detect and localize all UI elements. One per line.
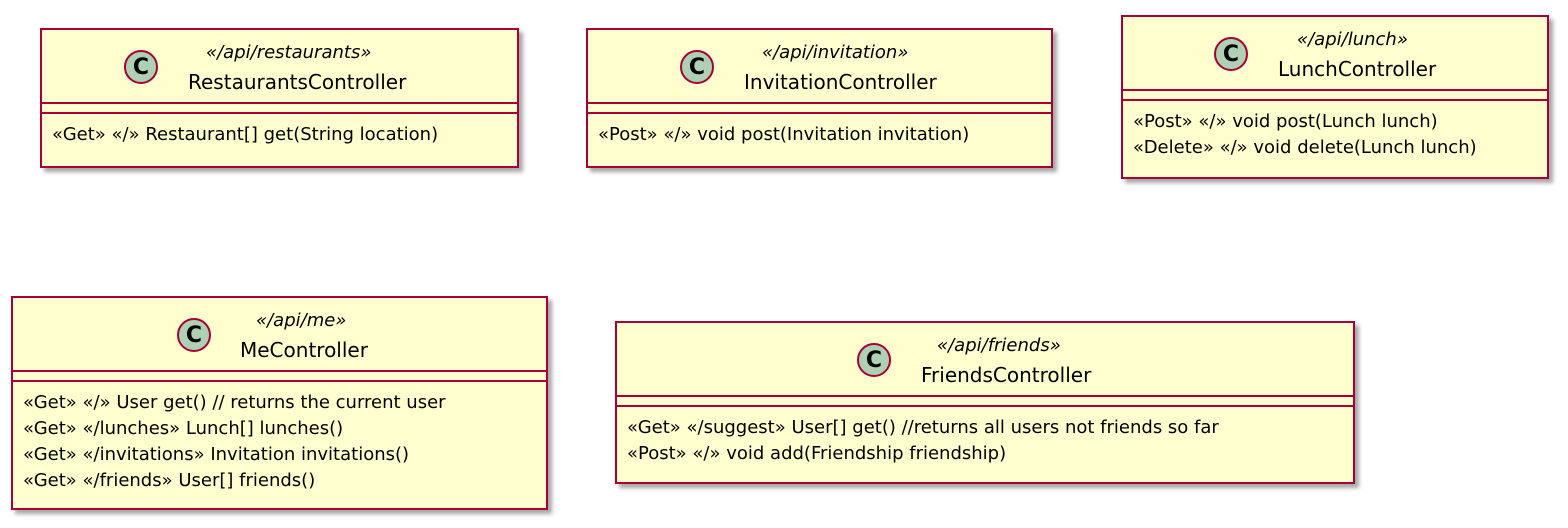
- fields-section: [13, 372, 546, 382]
- fields-section: [588, 104, 1051, 114]
- method-line: «Get» «/» User get() // returns the curr…: [23, 392, 446, 413]
- fields-section: [617, 397, 1353, 407]
- method-line: «Post» «/» void add(Friendship friendshi…: [627, 443, 1007, 464]
- method-line: «Get» «/» Restaurant[] get(String locati…: [52, 124, 439, 145]
- fields-section: [1123, 91, 1547, 101]
- class-name: InvitationController: [744, 70, 937, 94]
- class-c-icon: C: [857, 343, 891, 377]
- class-stereotype: «/api/me»: [256, 310, 347, 331]
- method-line: «Delete» «/» void delete(Lunch lunch): [1133, 137, 1477, 158]
- class-header: C «/api/lunch» LunchController: [1123, 17, 1547, 91]
- methods-section: «Post» «/» void post(Invitation invitati…: [588, 114, 1051, 152]
- class-c-icon: C: [680, 50, 714, 84]
- class-header: C «/api/restaurants» RestaurantsControll…: [42, 30, 517, 104]
- class-c-icon: C: [1214, 37, 1248, 71]
- class-stereotype: «/api/lunch»: [1297, 29, 1408, 50]
- class-invitation-controller: C «/api/invitation» InvitationController…: [586, 28, 1053, 168]
- method-line: «Post» «/» void post(Invitation invitati…: [598, 124, 970, 145]
- class-c-icon: C: [124, 50, 158, 84]
- class-me-controller: C «/api/me» MeController «Get» «/» User …: [11, 296, 548, 510]
- methods-section: «Get» «/suggest» User[] get() //returns …: [617, 407, 1353, 471]
- methods-section: «Get» «/» User get() // returns the curr…: [13, 382, 546, 498]
- class-header: C «/api/me» MeController: [13, 298, 546, 372]
- method-line: «Get» «/lunches» Lunch[] lunches(): [23, 418, 344, 439]
- class-friends-controller: C «/api/friends» FriendsController «Get»…: [615, 321, 1355, 484]
- class-name: LunchController: [1278, 57, 1437, 81]
- class-name: MeController: [240, 338, 368, 362]
- class-restaurants-controller: C «/api/restaurants» RestaurantsControll…: [40, 28, 519, 168]
- fields-section: [42, 104, 517, 114]
- class-name: FriendsController: [921, 363, 1092, 387]
- class-stereotype: «/api/invitation»: [762, 42, 909, 63]
- class-header: C «/api/friends» FriendsController: [617, 323, 1353, 397]
- class-stereotype: «/api/restaurants»: [206, 42, 372, 63]
- class-stereotype: «/api/friends»: [937, 335, 1061, 356]
- method-line: «Get» «/suggest» User[] get() //returns …: [627, 417, 1219, 438]
- methods-section: «Post» «/» void post(Lunch lunch) «Delet…: [1123, 101, 1547, 165]
- methods-section: «Get» «/» Restaurant[] get(String locati…: [42, 114, 517, 152]
- class-header: C «/api/invitation» InvitationController: [588, 30, 1051, 104]
- method-line: «Post» «/» void post(Lunch lunch): [1133, 111, 1438, 132]
- class-name: RestaurantsController: [188, 70, 407, 94]
- class-c-icon: C: [177, 318, 211, 352]
- class-lunch-controller: C «/api/lunch» LunchController «Post» «/…: [1121, 15, 1549, 179]
- method-line: «Get» «/invitations» Invitation invitati…: [23, 444, 410, 465]
- method-line: «Get» «/friends» User[] friends(): [23, 470, 316, 491]
